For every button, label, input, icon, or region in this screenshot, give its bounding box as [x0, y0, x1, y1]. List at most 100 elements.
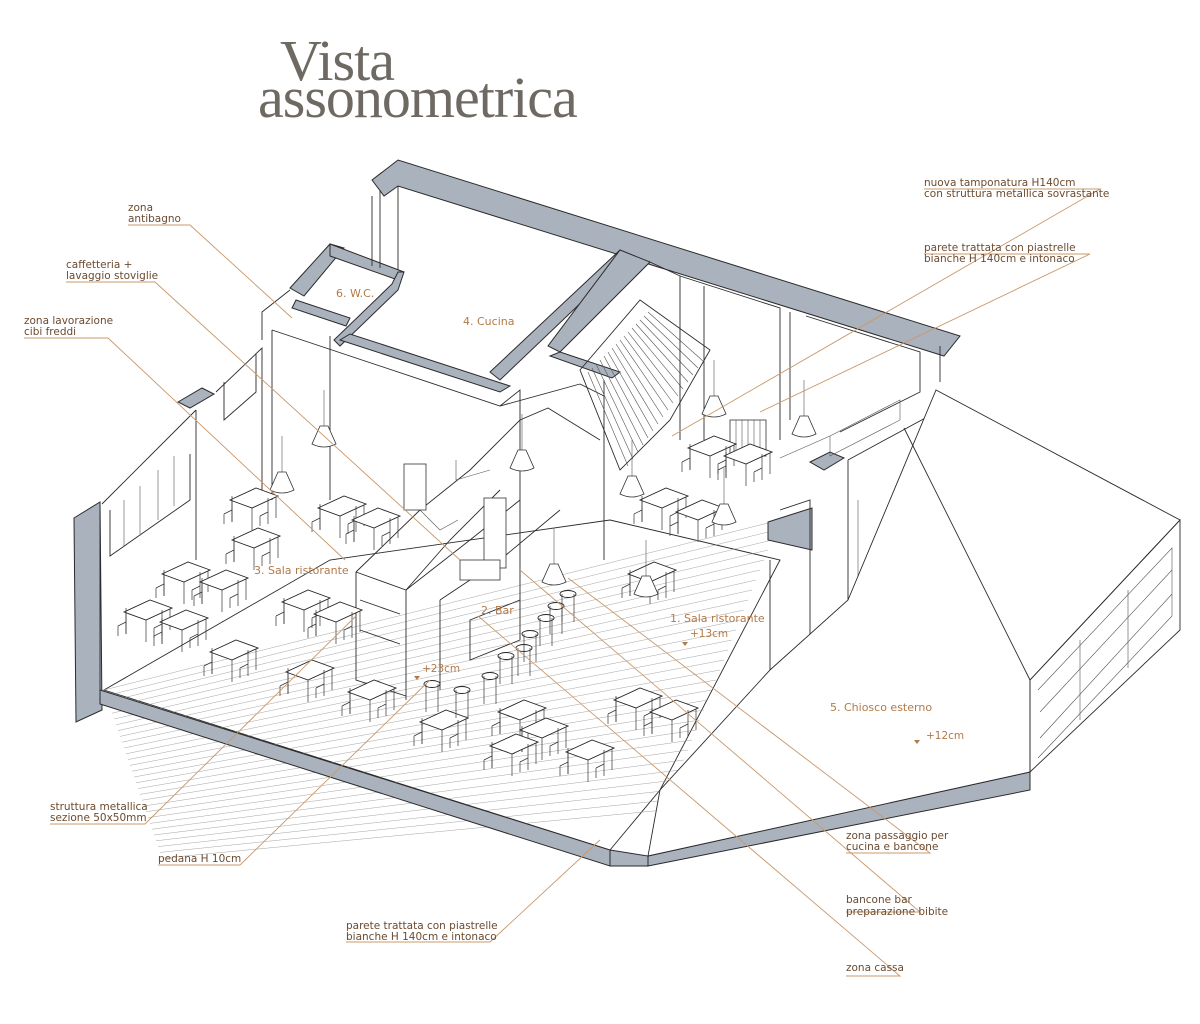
table-top — [312, 601, 364, 623]
chair — [191, 572, 201, 600]
furniture-layout — [117, 435, 774, 782]
level-sala-1: +13cm — [690, 628, 728, 640]
room-label-bar: 2. Bar — [481, 604, 514, 617]
table-top — [350, 507, 402, 529]
table-top — [158, 609, 210, 631]
annotation-bancone-2: preparazione bibite — [846, 906, 948, 918]
annotation-pedana: pedana H 10cm — [158, 853, 241, 865]
chair — [657, 572, 667, 600]
chair — [229, 580, 239, 608]
table-top — [228, 487, 280, 509]
room-label-sala-3: 3. Sala ristorante — [254, 564, 349, 577]
table-top — [208, 639, 260, 661]
title-line-2: assonometrica — [258, 65, 577, 130]
bar-stool — [559, 590, 577, 598]
leader-lines — [24, 188, 1102, 977]
annotation-antibagno-1: zona — [128, 202, 153, 214]
chair — [193, 578, 203, 606]
chair — [261, 538, 271, 566]
chair — [341, 688, 351, 716]
chair — [225, 536, 235, 564]
level-triangle-icon — [914, 740, 920, 744]
annotation-tamponatura-1: nuova tamponatura H140cm — [924, 177, 1075, 189]
chair — [381, 518, 391, 546]
table-top — [284, 659, 336, 681]
chair — [633, 496, 643, 524]
chair — [343, 612, 353, 640]
table-top — [648, 699, 700, 721]
chair — [275, 598, 285, 626]
annotation-lavorazione-2: cibi freddi — [24, 326, 76, 338]
chair — [223, 496, 233, 524]
table-top — [346, 679, 398, 701]
chair — [203, 648, 213, 676]
pendant-lamp — [633, 575, 659, 598]
table-top — [160, 561, 212, 583]
annotation-labels: zona antibagno caffetteria + lavaggio st… — [24, 177, 1109, 974]
level-triangle-icon — [414, 676, 420, 680]
chair — [669, 508, 679, 536]
annotation-tamponatura-2: con struttura metallica sovrastante — [924, 188, 1109, 200]
annotation-parete-bottom-2: bianche H 140cm e intonaco — [346, 931, 497, 943]
chair — [311, 504, 321, 532]
bar-stool — [521, 630, 539, 638]
chair — [239, 650, 249, 678]
pendant-lamp — [541, 563, 567, 586]
pendant-lamp — [701, 395, 727, 418]
chair — [643, 708, 653, 736]
bar-stool — [481, 672, 499, 680]
annotation-parete-bottom-1: parete trattata con piastrelle — [346, 920, 498, 932]
table-top — [280, 589, 332, 611]
table-top — [496, 699, 548, 721]
chair — [519, 744, 529, 772]
annotation-parete-top-2: bianche H 140cm e intonaco — [924, 253, 1075, 265]
annotation-caffetteria-2: lavaggio stoviglie — [66, 270, 158, 282]
chair — [681, 444, 691, 472]
chair — [153, 618, 163, 646]
room-label-wc: 6. W.C. — [336, 287, 374, 300]
title-line-1: Vista — [280, 28, 394, 93]
bar-stool — [497, 652, 515, 660]
chair — [377, 690, 387, 718]
chair — [607, 696, 617, 724]
chair — [491, 708, 501, 736]
chair — [259, 498, 269, 526]
annotation-bancone-1: bancone bar — [846, 894, 913, 906]
annotation-antibagno-2: antibagno — [128, 213, 181, 225]
chair — [705, 510, 715, 538]
bar-metal-frame — [355, 407, 601, 700]
table-top — [230, 527, 282, 549]
interior-walls — [99, 186, 941, 690]
annotation-parete-top-1: parete trattata con piastrelle — [924, 242, 1076, 254]
chair — [345, 516, 355, 544]
chair — [679, 710, 689, 738]
room-labels: 6. W.C. 4. Cucina 3. Sala ristorante 2. … — [254, 287, 932, 714]
chair — [595, 750, 605, 778]
chair — [621, 570, 631, 598]
chair — [549, 728, 559, 756]
level-triangle-icon — [682, 642, 688, 646]
chair — [155, 570, 165, 598]
pendant-lamp — [509, 449, 535, 472]
room-label-chiosco: 5. Chiosco esterno — [830, 701, 932, 714]
drawing-title: Vista assonometrica — [258, 28, 578, 130]
room-label-sala-1: 1. Sala ristorante — [670, 612, 765, 625]
level-bar: +23cm — [422, 663, 460, 675]
chair — [117, 608, 127, 636]
pendant-lamp — [269, 471, 295, 494]
table-top — [638, 487, 690, 509]
annotation-struttura-1: struttura metallica — [50, 801, 148, 813]
chair — [753, 454, 763, 482]
room-label-cucina: 4. Cucina — [463, 315, 514, 328]
chair — [559, 748, 569, 776]
annotation-caffetteria-1: caffetteria + — [66, 259, 132, 271]
chair — [307, 610, 317, 638]
pendant-lamp — [619, 475, 645, 498]
pendant-lamp — [711, 503, 737, 526]
table-top — [488, 733, 540, 755]
bar-stool — [537, 614, 555, 622]
chair — [189, 620, 199, 648]
table-top — [198, 569, 250, 591]
table-top — [612, 687, 664, 709]
pendant-lamp — [791, 415, 817, 438]
